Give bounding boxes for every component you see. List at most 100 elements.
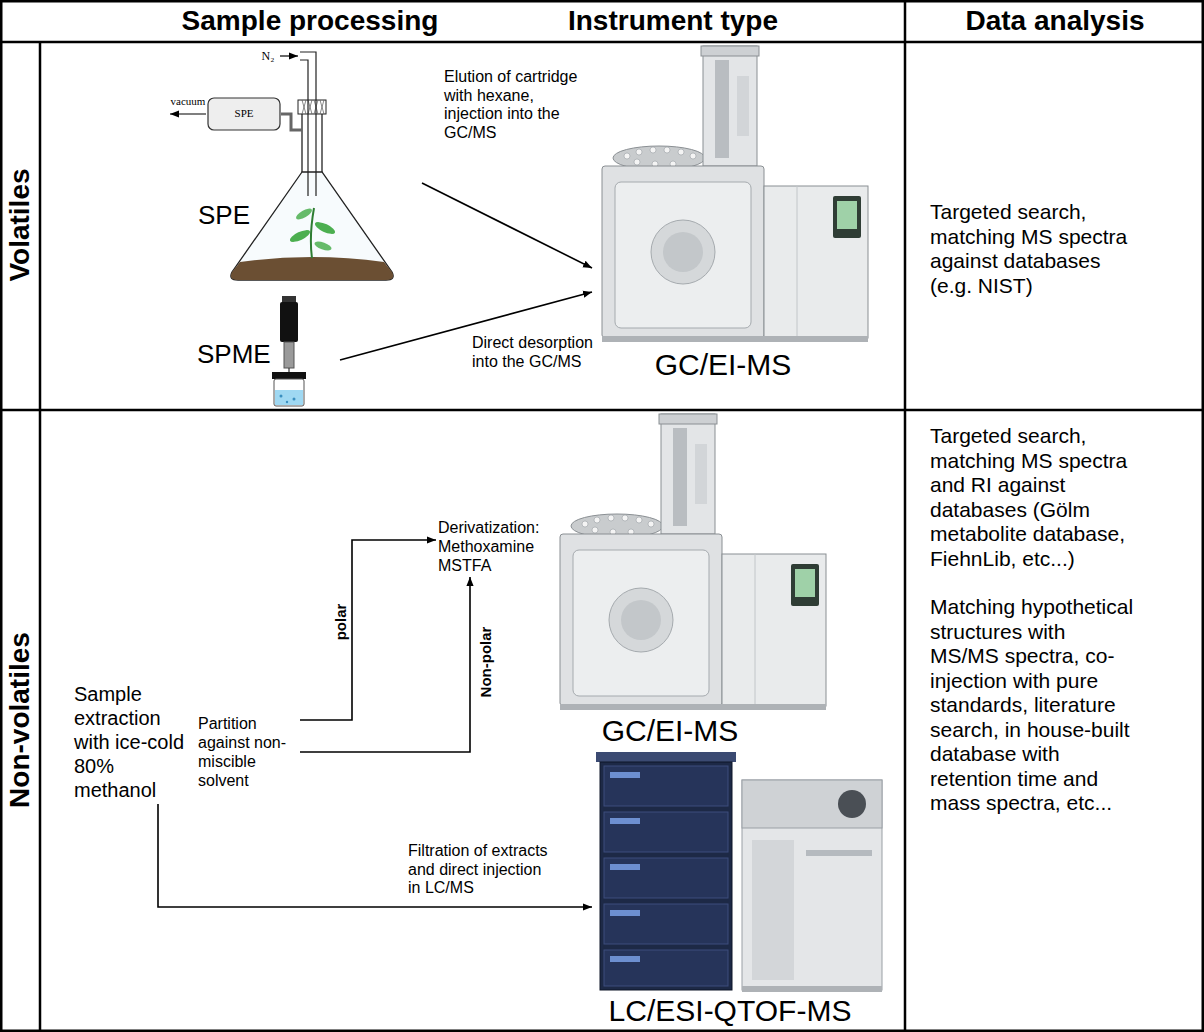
gas-label: N₂ bbox=[118, 49, 418, 63]
edge-label-holder: Direct desorption into the GC/MS bbox=[472, 334, 597, 371]
edge-label: Elution of cartridge with hexane, inject… bbox=[444, 68, 594, 142]
gc-ms-instrument bbox=[560, 414, 826, 710]
label-holder: SPE bbox=[94, 107, 394, 120]
lc-stack-illustration-part bbox=[610, 864, 640, 870]
edge-label-holder: Elution of cartridge with hexane, inject… bbox=[444, 68, 594, 142]
spme-fiber-illustration bbox=[272, 296, 306, 406]
spme-fiber-illustration-part bbox=[280, 302, 298, 342]
spe-setup-illustration-part bbox=[313, 220, 336, 237]
spe-setup-illustration-part bbox=[170, 113, 206, 114]
qtof-ms-illustration-part bbox=[742, 780, 882, 828]
qtof-ms-illustration-part bbox=[742, 780, 882, 990]
instrument-node: GC/EI-MS bbox=[545, 414, 795, 748]
lc-stack-illustration bbox=[596, 752, 736, 990]
lc-stack-illustration-part bbox=[600, 762, 732, 990]
lc-stack-illustration-part bbox=[604, 904, 728, 944]
spe-setup-illustration-part bbox=[300, 52, 316, 196]
table-grid-part bbox=[0, 409, 1204, 412]
spe-setup-illustration-part bbox=[313, 240, 332, 253]
spme-fiber-illustration-part bbox=[293, 398, 296, 401]
spe-setup-illustration-part bbox=[321, 114, 322, 172]
analysis-text: Targeted search, matching MS spectra and… bbox=[930, 424, 1136, 571]
spme-fiber-illustration-part bbox=[280, 395, 283, 398]
analysis-cell: Targeted search, matching MS spectra aga… bbox=[905, 42, 1204, 410]
instrument-label: GC/EI-MS bbox=[602, 716, 739, 746]
spe-setup-illustration-part bbox=[301, 114, 302, 172]
edge-label: Non-polar bbox=[477, 627, 494, 698]
lc-stack-illustration-part bbox=[610, 910, 640, 916]
lc-stack-illustration-part bbox=[610, 818, 640, 824]
spe-setup-illustration-part bbox=[302, 100, 324, 114]
spe-setup-illustration-part bbox=[281, 114, 302, 130]
edge-label: Direct desorption into the GC/MS bbox=[472, 334, 597, 371]
cartridge-label: SPE bbox=[94, 107, 394, 120]
spe-setup-illustration-part bbox=[288, 228, 311, 245]
step-node: Sample extraction with ice-cold 80% meth… bbox=[72, 680, 194, 804]
column-header: Instrument type bbox=[523, 6, 823, 36]
lc-stack-illustration-part bbox=[604, 950, 728, 986]
qtof-ms-illustration-part bbox=[806, 850, 872, 856]
instrument-node: GC/EI-MS bbox=[592, 48, 854, 382]
label-holder: Data analysis bbox=[905, 6, 1204, 36]
connector-group bbox=[158, 183, 592, 907]
spme-fiber-illustration-part bbox=[275, 390, 303, 405]
lc-stack-illustration-part bbox=[604, 858, 728, 898]
step-node: Derivatization: Methoxamine MSTFA bbox=[436, 516, 550, 577]
spme-fiber-illustration-part bbox=[284, 342, 294, 368]
connector-arrow bbox=[300, 577, 470, 752]
table-grid-part bbox=[904, 0, 907, 1032]
spe-setup-illustration-part bbox=[311, 208, 314, 258]
analysis-text: Targeted search, matching MS spectra aga… bbox=[930, 200, 1136, 298]
qtof-ms-illustration bbox=[742, 780, 882, 992]
qtof-ms-illustration-part bbox=[742, 986, 882, 992]
step-text: Sample extraction with ice-cold 80% meth… bbox=[74, 682, 192, 802]
edge-label: polar bbox=[332, 604, 349, 641]
connector-arrow bbox=[300, 540, 436, 720]
vacuum-label: vacuum bbox=[38, 95, 338, 108]
instrument-label: GC/EI-MS bbox=[655, 350, 792, 380]
column-header: Sample processing bbox=[160, 6, 460, 36]
spme-fiber-illustration-part bbox=[274, 379, 304, 406]
label-holder: Sample processing bbox=[160, 6, 460, 36]
spe-setup-illustration-part bbox=[298, 100, 326, 114]
label-holder: Instrument type bbox=[523, 6, 823, 36]
spe-setup-illustration-part bbox=[231, 172, 393, 280]
spme-fiber-illustration-part bbox=[272, 372, 306, 379]
edge-label: Filtration of extracts and direct inject… bbox=[408, 842, 552, 898]
illustration-node: SPME bbox=[190, 295, 340, 405]
table-grid-part bbox=[0, 41, 1204, 44]
instrument-label: LC/ESI-QTOF-MS bbox=[609, 996, 852, 1026]
label-holder: N₂ bbox=[118, 49, 418, 63]
spe-setup-illustration-part bbox=[280, 55, 298, 56]
connector-arrow bbox=[158, 804, 592, 907]
spe-setup-illustration bbox=[170, 52, 393, 280]
spe-setup-illustration-part bbox=[294, 206, 313, 221]
qtof-ms-illustration-part bbox=[752, 840, 794, 980]
spme-fiber-illustration-part bbox=[286, 401, 288, 403]
table-grid-part bbox=[39, 42, 42, 1032]
step-node: Partition against non-miscible solvent bbox=[196, 712, 300, 792]
column-header: Data analysis bbox=[905, 6, 1204, 36]
lc-stack-illustration-part bbox=[604, 812, 728, 852]
lc-stack-illustration-part bbox=[610, 956, 640, 962]
analysis-cell: Targeted search, matching MS spectra and… bbox=[905, 410, 1204, 1032]
label-holder: vacuum bbox=[38, 95, 338, 108]
connector-arrow bbox=[422, 183, 592, 268]
edge-label-holder: Filtration of extracts and direct inject… bbox=[408, 842, 552, 898]
step-text: Derivatization: Methoxamine MSTFA bbox=[438, 518, 548, 575]
analysis-text: Matching hypothetical structures with MS… bbox=[930, 595, 1136, 816]
illustration-label: SPME bbox=[197, 339, 271, 369]
qtof-ms-illustration-part bbox=[838, 790, 866, 818]
illustration-node: SPE bbox=[160, 48, 422, 288]
lc-stack-illustration-part bbox=[596, 752, 736, 762]
step-text: Partition against non-miscible solvent bbox=[198, 714, 298, 790]
spe-setup-illustration-part bbox=[231, 257, 393, 280]
row-label: Non-volatiles bbox=[5, 632, 35, 808]
row-label: Volatiles bbox=[5, 168, 35, 281]
lc-stack-illustration-part bbox=[610, 772, 640, 778]
spme-fiber-illustration-part bbox=[282, 296, 296, 302]
